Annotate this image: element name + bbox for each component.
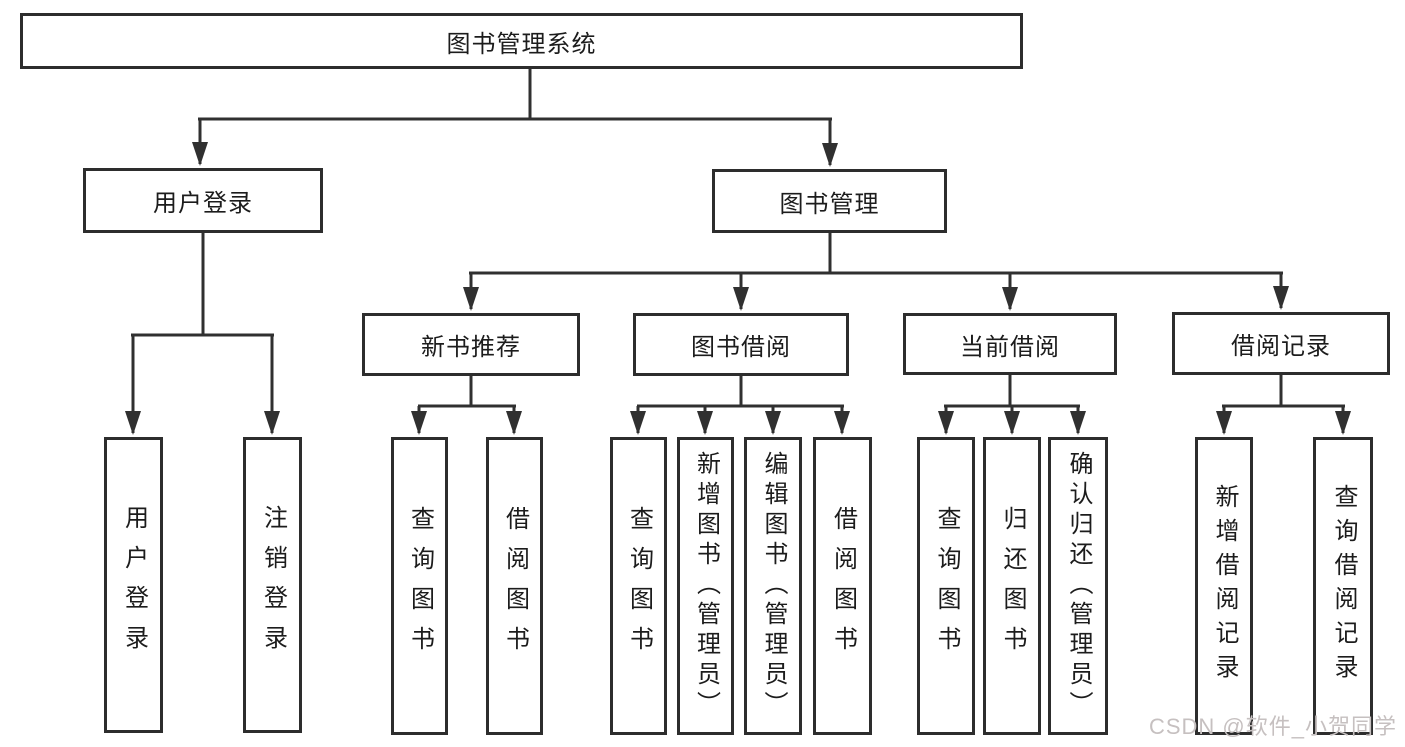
csdn-watermark: CSDN @软件_小贺同学: [1148, 714, 1397, 739]
leaf-add-borrow-record-label: 新增借阅记录: [1211, 484, 1238, 688]
leaf-user-login: 用户登录: [104, 437, 163, 733]
leaf-borrow-books: 借阅图书: [813, 437, 872, 735]
node-book-borrow-label: 图书借阅: [691, 334, 791, 361]
leaf-recommend-query-books-label: 查询图书: [406, 506, 434, 666]
node-user-login: 用户登录: [83, 168, 323, 233]
leaf-confirm-return-admin: 确认归还（管理员）: [1048, 437, 1108, 735]
leaf-add-books-admin-label: 新增图书（管理员）: [692, 451, 720, 721]
node-current-borrow-label: 当前借阅: [960, 333, 1060, 361]
node-current-borrow: 当前借阅: [903, 313, 1117, 375]
leaf-add-borrow-record: 新增借阅记录: [1195, 437, 1253, 735]
node-borrow-records-label: 借阅记录: [1231, 333, 1331, 360]
leaf-edit-books-admin-label: 编辑图书（管理员）: [760, 451, 787, 721]
leaf-recommend-borrow-books: 借阅图书: [486, 437, 543, 735]
leaf-borrow-books-label: 借阅图书: [829, 506, 857, 666]
leaf-logout: 注销登录: [243, 437, 302, 733]
leaf-query-borrow-record: 查询借阅记录: [1313, 437, 1373, 735]
leaf-confirm-return-admin-label: 确认归还（管理员）: [1065, 451, 1092, 721]
node-book-management-label: 图书管理: [779, 190, 880, 218]
leaf-return-books: 归还图书: [983, 437, 1041, 735]
leaf-current-query-books: 查询图书: [917, 437, 975, 735]
node-root: 图书管理系统: [20, 13, 1023, 69]
node-book-borrow: 图书借阅: [633, 313, 849, 376]
leaf-return-books-label: 归还图书: [999, 506, 1026, 666]
leaf-user-login-label: 用户登录: [120, 505, 148, 665]
leaf-add-books-admin: 新增图书（管理员）: [677, 437, 734, 735]
leaf-current-query-books-label: 查询图书: [933, 506, 960, 666]
node-book-management: 图书管理: [712, 169, 947, 233]
node-borrow-records: 借阅记录: [1172, 312, 1390, 375]
leaf-edit-books-admin: 编辑图书（管理员）: [744, 437, 802, 735]
node-user-login-label: 用户登录: [153, 190, 253, 217]
leaf-logout-label: 注销登录: [259, 505, 287, 665]
leaf-query-borrow-record-label: 查询借阅记录: [1330, 484, 1357, 688]
leaf-recommend-borrow-books-label: 借阅图书: [501, 506, 529, 666]
node-root-label: 图书管理系统: [446, 30, 597, 58]
node-new-book-recommend: 新书推荐: [362, 313, 580, 376]
node-new-book-recommend-label: 新书推荐: [421, 334, 521, 361]
leaf-borrow-query-books-label: 查询图书: [625, 506, 653, 666]
leaf-recommend-query-books: 查询图书: [391, 437, 448, 735]
leaf-borrow-query-books: 查询图书: [610, 437, 667, 735]
